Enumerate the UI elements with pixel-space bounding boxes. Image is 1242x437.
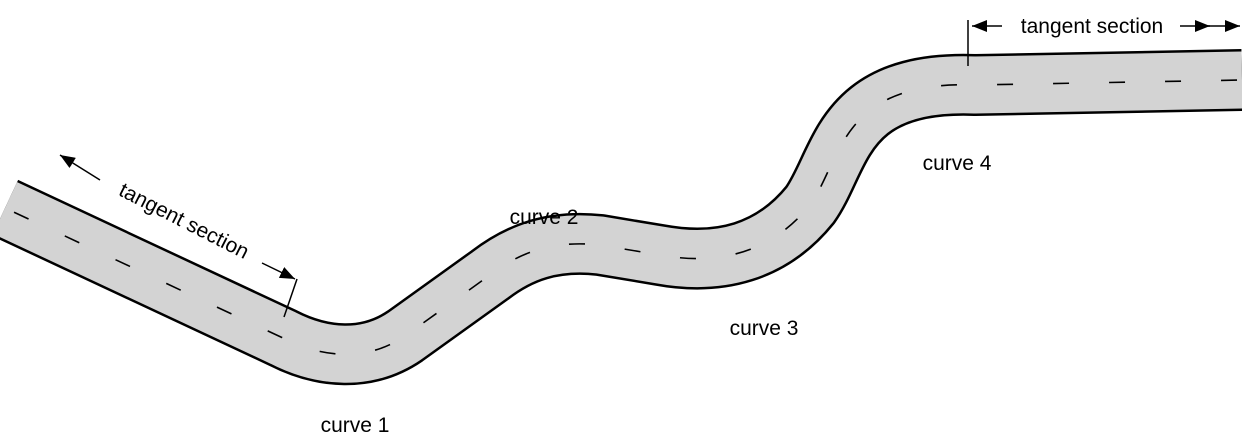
- right-tangent-label: tangent section: [1021, 15, 1163, 38]
- curve-3-label: curve 3: [730, 317, 799, 340]
- right-tangent-dimension: tangent section: [967, 15, 1240, 66]
- road: [0, 49, 1242, 386]
- curve-4-label: curve 4: [923, 152, 992, 175]
- left-tangent-end-tick: [283, 278, 298, 318]
- curve-2-label: curve 2: [510, 206, 579, 229]
- road-centerline: [4, 79, 1242, 356]
- left-tangent-arrow-inner: [261, 262, 296, 280]
- curve-1-label: curve 1: [321, 414, 390, 437]
- left-tangent-arrow-outer: [59, 154, 101, 181]
